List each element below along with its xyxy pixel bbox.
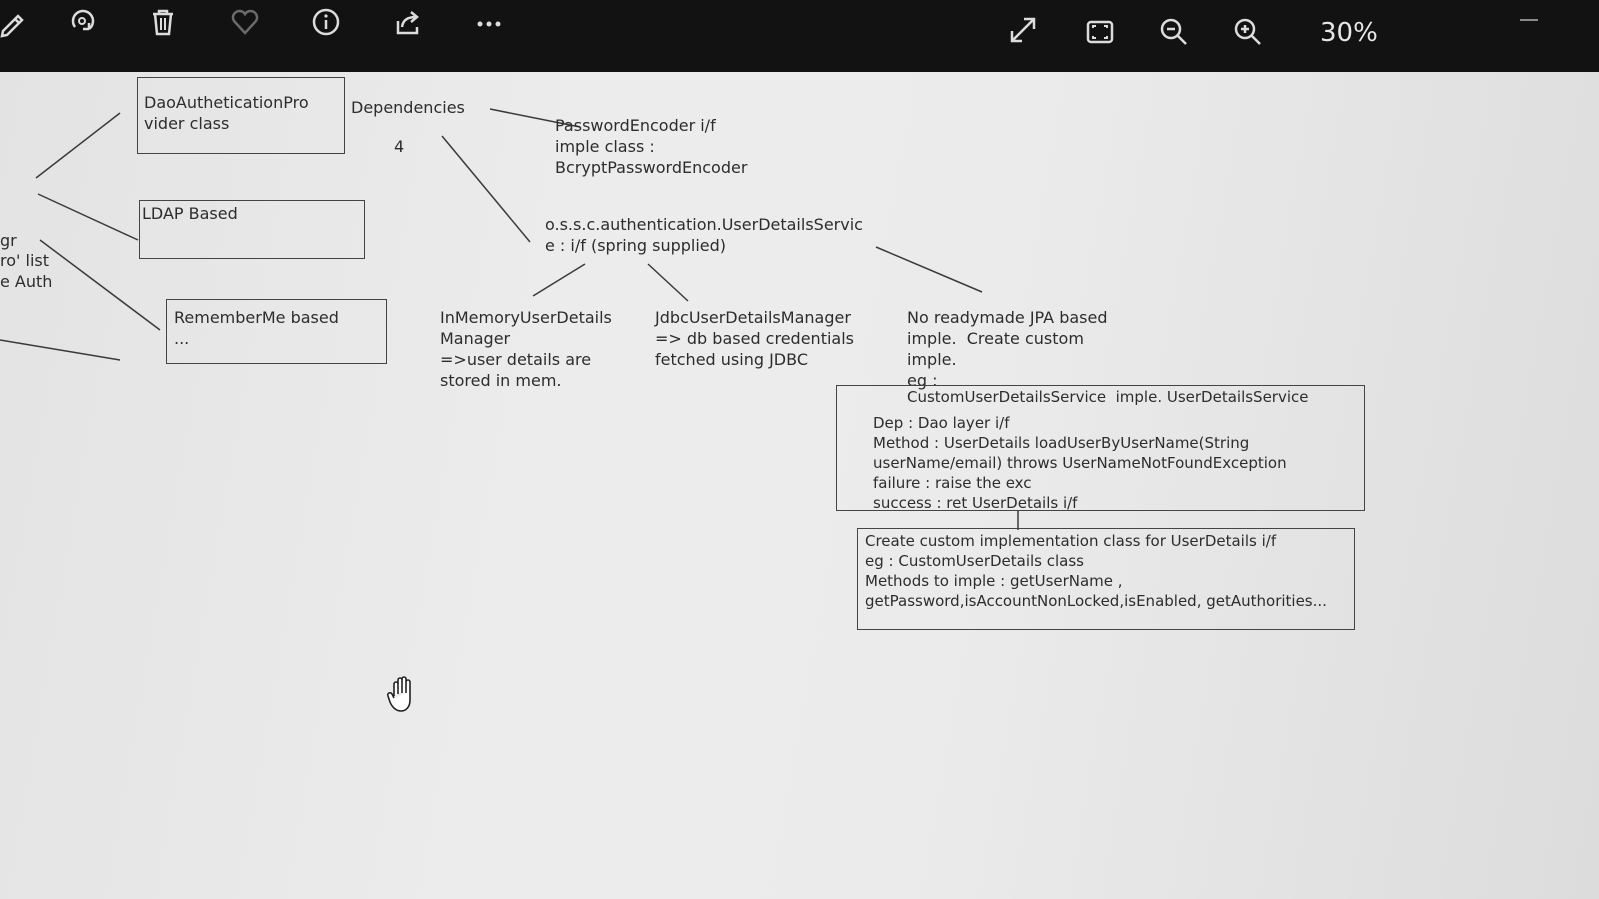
left-fragment-1: gr: [0, 231, 17, 250]
custom-user-details-text: Create custom implementation class for U…: [865, 532, 1327, 610]
connector-line: [647, 263, 689, 302]
custom-user-details-service-box: [836, 385, 1365, 511]
minimize-icon[interactable]: [1520, 18, 1540, 22]
ldap-text: LDAP Based: [142, 204, 238, 223]
favorite-icon[interactable]: [225, 2, 265, 42]
dao-auth-provider-box: [137, 77, 345, 154]
rememberme-text: RememberMe based ...: [174, 308, 339, 348]
ldap-box: [139, 200, 365, 259]
dao-auth-provider-text: DaoAutheticationPro vider class: [144, 93, 309, 133]
more-icon[interactable]: [469, 4, 509, 44]
connector-line: [37, 193, 139, 241]
fullscreen-icon[interactable]: [1003, 10, 1043, 50]
edit-icon[interactable]: [0, 4, 32, 44]
image-canvas[interactable]: gr ro' list e Auth DaoAutheticationPro v…: [0, 72, 1599, 899]
connector-line: [0, 339, 121, 361]
rememberme-box: [166, 299, 387, 364]
custom-service-body: Dep : Dao layer i/f Method : UserDetails…: [873, 414, 1287, 512]
fit-screen-icon[interactable]: [1080, 12, 1120, 52]
zoom-level: 30%: [1320, 18, 1378, 48]
connector-line: [39, 239, 161, 331]
password-encoder-text: PasswordEncoder i/f imple class : Bcrypt…: [555, 116, 748, 177]
rotate-icon[interactable]: [62, 2, 102, 42]
info-icon[interactable]: [306, 2, 346, 42]
custom-service-title: CustomUserDetailsService imple. UserDeta…: [907, 388, 1309, 406]
connector-line: [35, 112, 121, 179]
connector-line: [489, 108, 581, 128]
connector-line: [532, 263, 586, 297]
no-jpa-text: No readymade JPA based imple. Create cus…: [907, 308, 1108, 390]
in-memory-text: InMemoryUserDetails Manager =>user detai…: [440, 308, 612, 390]
left-fragment-2: ro' list: [0, 251, 49, 270]
connector-line: [875, 246, 983, 293]
zoom-out-icon[interactable]: [1154, 12, 1194, 52]
dependencies-label: Dependencies: [351, 98, 465, 117]
connector-line: [441, 135, 531, 243]
share-icon[interactable]: [388, 2, 428, 42]
custom-user-details-box: [857, 528, 1355, 630]
delete-icon[interactable]: [143, 2, 183, 42]
jdbc-text: JdbcUserDetailsManager => db based crede…: [655, 308, 854, 369]
user-details-service-text: o.s.s.c.authentication.UserDetailsServic…: [545, 215, 863, 255]
zoom-in-icon[interactable]: [1228, 12, 1268, 52]
diagram-connectors: [0, 108, 1019, 530]
dependencies-count: 4: [394, 137, 405, 156]
left-fragment-3: e Auth: [0, 272, 53, 291]
viewer-toolbar: 30%: [0, 0, 1599, 72]
hand-cursor-icon: [386, 674, 420, 714]
